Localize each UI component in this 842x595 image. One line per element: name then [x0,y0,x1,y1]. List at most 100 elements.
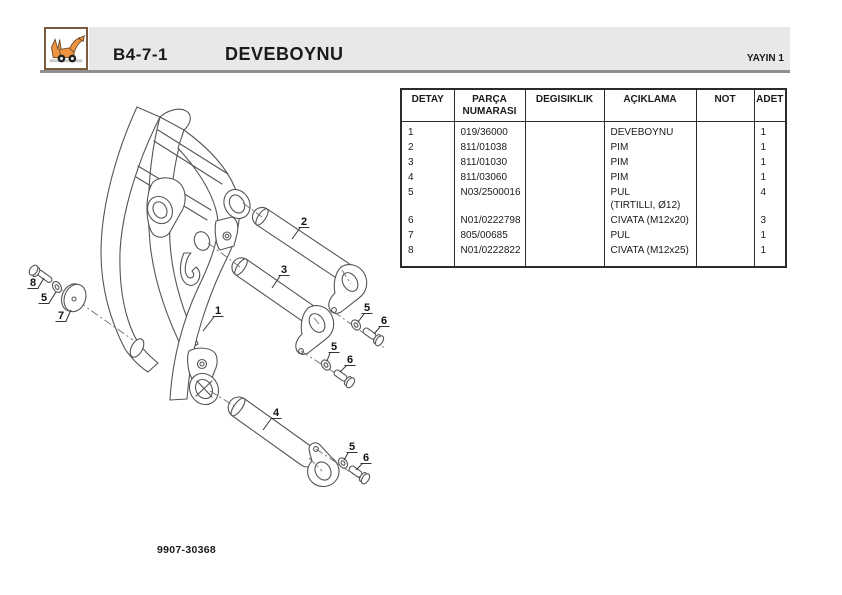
cell-degisiklik [524,185,605,213]
cell-degisiklik [524,243,605,267]
callout-5: 5 [38,291,57,304]
cell-adet: 1 [753,170,787,185]
page-title: DEVEBOYNU [225,44,344,64]
callout-3: 3 [271,264,290,289]
callout-6: 6 [373,315,390,335]
svg-text:6: 6 [381,315,387,327]
callout-8: 8 [27,277,45,289]
cell-adet: 1 [753,243,787,267]
callout-6: 6 [355,452,372,471]
cell-detay: 5 [400,185,455,213]
callout-4: 4 [262,407,282,431]
cell-degisiklik [524,170,605,185]
drawing-number: 9907-30368 [157,544,217,556]
cell-parca: 019/36000 [453,121,526,140]
cell-adet: 1 [753,140,787,155]
svg-text:6: 6 [363,452,369,464]
callout-5: 5 [357,302,373,323]
cell-detay: 4 [400,170,455,185]
cell-degisiklik [524,121,605,140]
backhoe-loader-icon [49,34,85,63]
column-header-degisiklik: DEGISIKLIK [524,89,605,122]
cell-aciklama: PIM [603,155,697,170]
callout-1: 1 [202,305,224,332]
cell-detay: 1 [400,121,455,140]
cell-adet: 3 [753,213,787,228]
cell-not [695,185,755,213]
cell-parca: 811/03060 [453,170,526,185]
svg-text:3: 3 [281,264,287,276]
cell-aciklama: CIVATA (M12x25) [603,243,697,267]
cell-adet: 4 [753,185,787,213]
svg-text:5: 5 [349,441,355,453]
header-rule [40,70,89,73]
cell-not [695,121,755,140]
cell-parca: N01/0222822 [453,243,526,267]
cell-detay: 3 [400,155,455,170]
callout-2: 2 [291,216,310,240]
cell-parca: 811/01038 [453,140,526,155]
cell-aciklama: PUL [603,228,697,243]
column-header-aciklama: AÇIKLAMA [603,89,697,122]
cell-degisiklik [524,155,605,170]
cell-degisiklik [524,213,605,228]
cell-detay: 6 [400,213,455,228]
cell-not [695,155,755,170]
column-header-detay: DETAY [400,89,455,122]
release-label: YAYIN 1 [746,53,784,64]
cell-not [695,243,755,267]
header-band [89,27,790,73]
gooseneck-body [100,106,251,406]
svg-text:5: 5 [41,292,47,304]
svg-text:5: 5 [364,302,370,314]
svg-text:6: 6 [347,354,353,366]
cell-aciklama: PIM [603,140,697,155]
cell-detay: 8 [400,243,455,267]
cell-detay: 7 [400,228,455,243]
svg-text:1: 1 [215,305,221,317]
cell-adet: 1 [753,228,787,243]
cell-not [695,170,755,185]
cell-parca: N03/2500016 [453,185,526,213]
pins [227,206,354,468]
cell-aciklama: PIM [603,170,697,185]
svg-text:7: 7 [58,310,64,322]
cell-aciklama: CIVATA (M12x20) [603,213,697,228]
section-code: B4-7-1 [113,45,168,64]
cell-parca: 805/00685 [453,228,526,243]
column-header-not: NOT [695,89,755,122]
column-header-parca: PARÇA NUMARASI [453,89,526,122]
cell-parca: N01/0222798 [453,213,526,228]
cell-not [695,140,755,155]
callout-6: 6 [339,354,356,373]
link-plates [295,264,368,488]
svg-text:8: 8 [30,277,36,289]
callout-5: 5 [343,441,358,461]
column-header-adet: ADET [753,89,787,122]
cell-adet: 1 [753,155,787,170]
cell-detay: 2 [400,140,455,155]
svg-text:4: 4 [273,407,280,419]
cell-degisiklik [524,140,605,155]
cell-adet: 1 [753,121,787,140]
washers-and-bolts [28,264,385,485]
svg-text:2: 2 [301,216,307,228]
cell-parca: 811/01030 [453,155,526,170]
cell-degisiklik [524,228,605,243]
cell-aciklama: PUL (TIRTILLI, Ø12) [603,185,697,213]
callout-5: 5 [326,341,340,362]
brand-logo [44,27,88,70]
callout-7: 7 [55,309,72,322]
cell-not [695,213,755,228]
